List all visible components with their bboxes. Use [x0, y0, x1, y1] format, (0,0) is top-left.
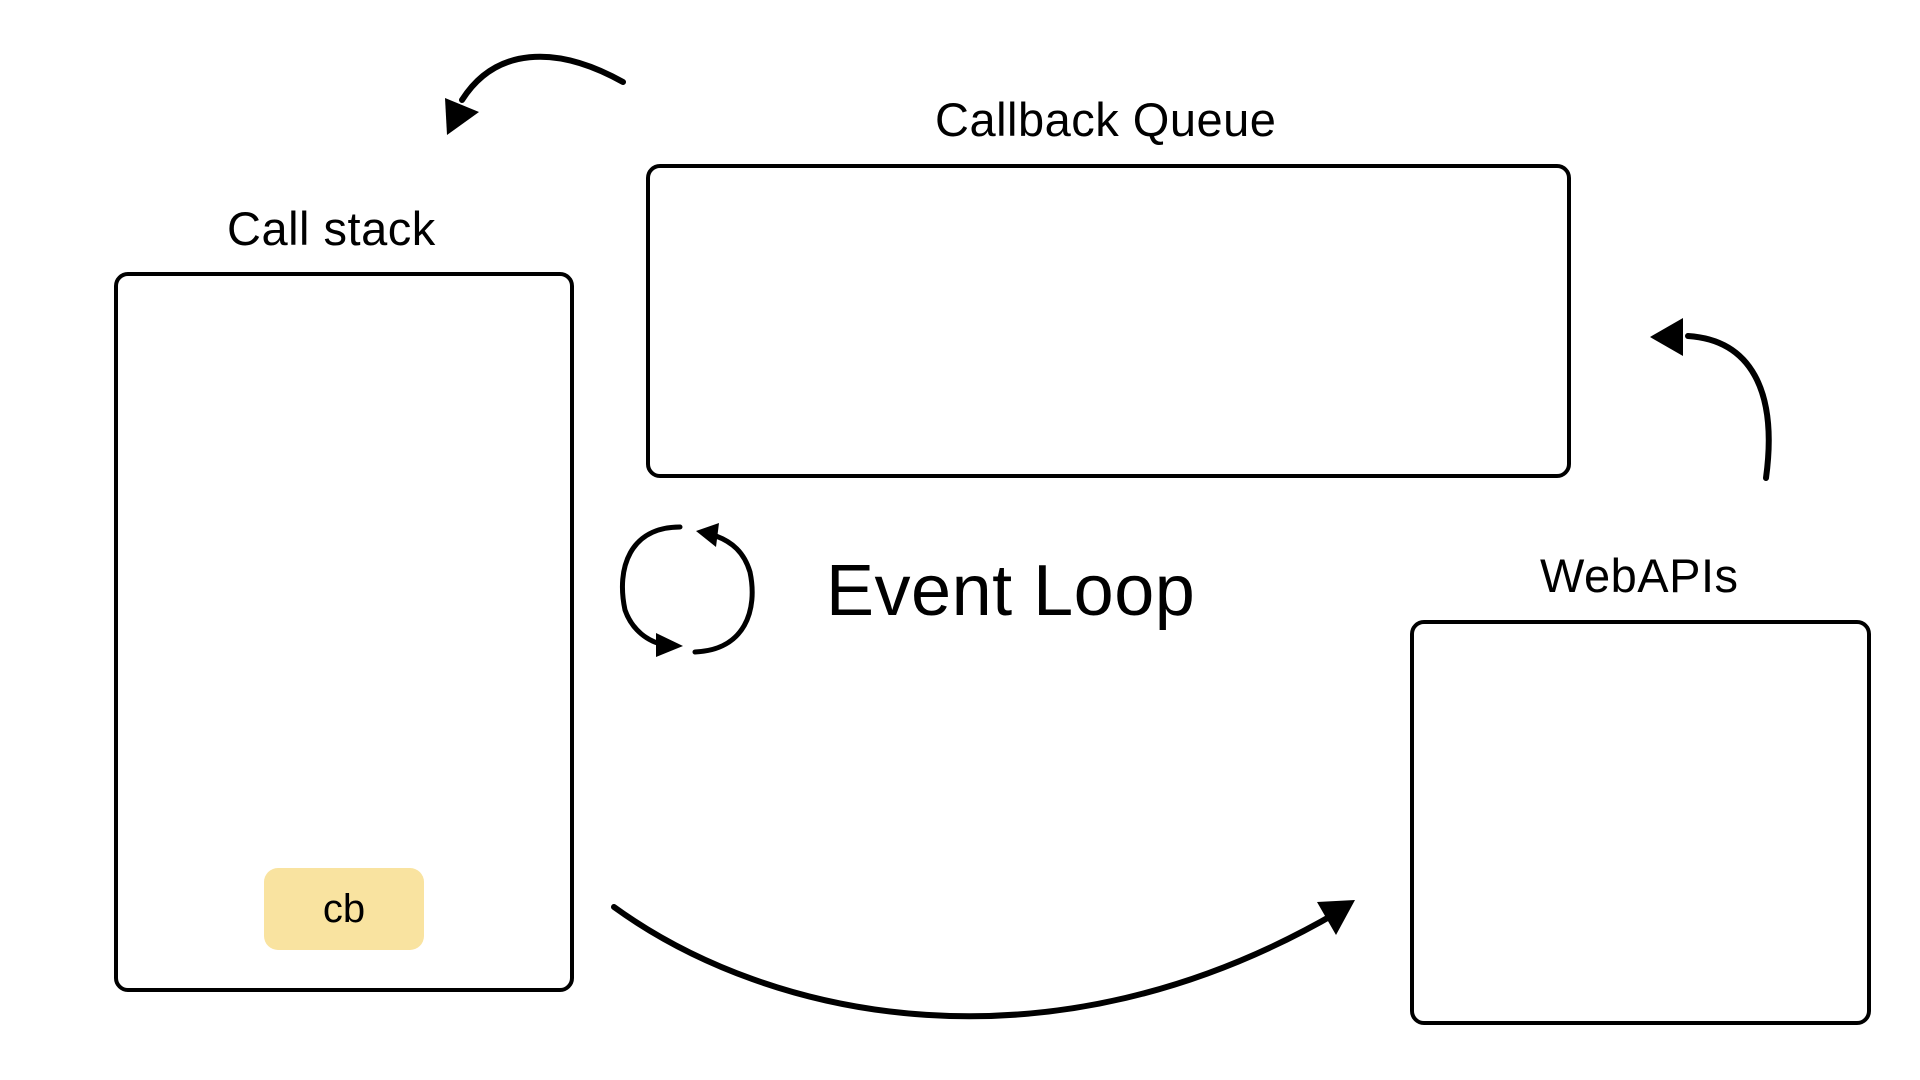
event-loop-title: Event Loop — [826, 551, 1196, 631]
arrow-curve-right-icon — [611, 900, 1355, 1020]
arrow-curve-left-icon — [445, 53, 626, 135]
call-stack-label: Call stack — [227, 202, 436, 255]
call-stack-box: cb — [114, 272, 574, 992]
callback-queue-box — [646, 164, 1571, 478]
callback-queue-label: Callback Queue — [935, 93, 1277, 146]
arrow-curve-up-icon — [1650, 318, 1772, 481]
call-stack-item-cb: cb — [264, 868, 424, 950]
web-apis-label: WebAPIs — [1540, 549, 1739, 602]
web-apis-box — [1410, 620, 1871, 1025]
cycle-arrows-icon — [619, 523, 755, 657]
